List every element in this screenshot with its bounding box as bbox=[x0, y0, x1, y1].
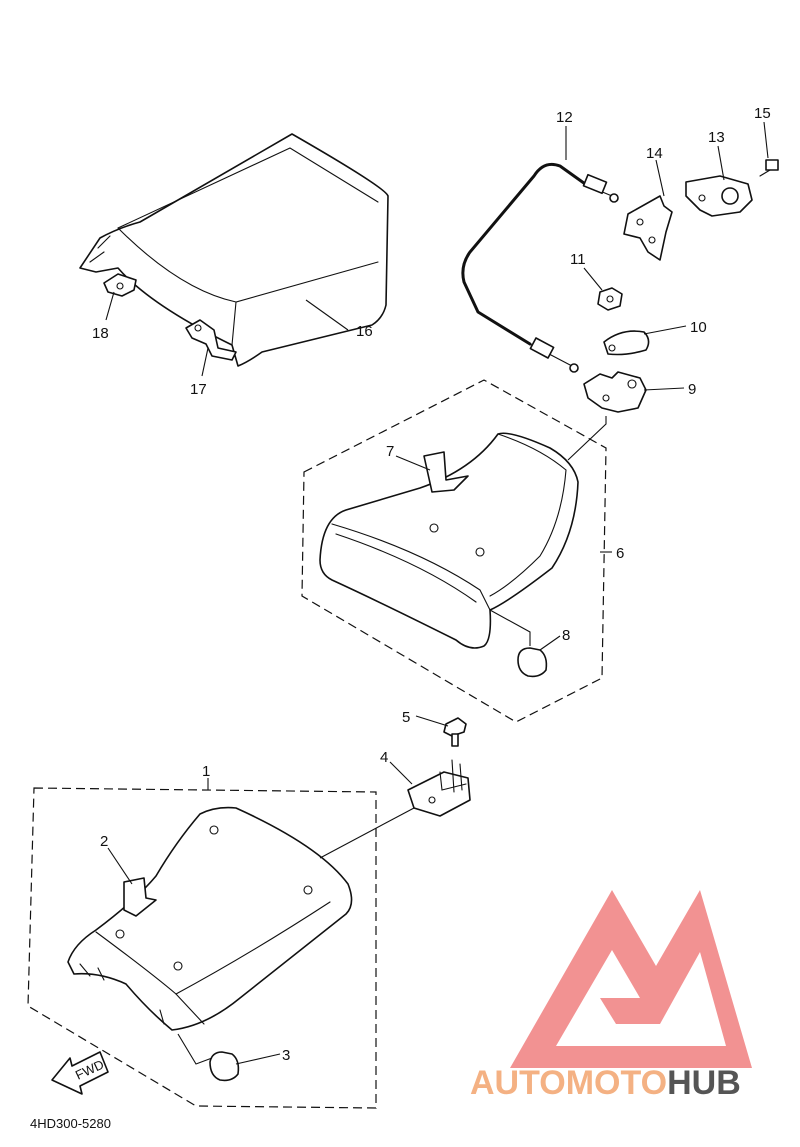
watermark-text-hub: HUB bbox=[667, 1064, 741, 1102]
part-8-damper bbox=[517, 647, 548, 678]
part-13-seat-lock bbox=[685, 175, 753, 217]
callout-5: 5 bbox=[402, 709, 410, 726]
part-7-tab bbox=[423, 451, 469, 493]
callout-12: 12 bbox=[556, 109, 573, 126]
callout-1: 1 bbox=[202, 763, 210, 780]
part-11-nut bbox=[597, 287, 623, 311]
callout-3: 3 bbox=[282, 1047, 290, 1064]
part-12-seat-lock-cable bbox=[461, 162, 619, 373]
callout-2: 2 bbox=[100, 833, 108, 850]
leader-lines bbox=[105, 121, 769, 1065]
callout-4: 4 bbox=[380, 749, 388, 766]
part-5-bolt bbox=[443, 717, 467, 747]
part-17-bracket bbox=[185, 319, 237, 361]
fwd-arrow: FWD bbox=[51, 1051, 109, 1095]
callout-11: 11 bbox=[570, 251, 586, 268]
group-6-outline bbox=[301, 379, 607, 723]
watermark-text-moto: MOTO bbox=[566, 1064, 667, 1102]
callout-13: 13 bbox=[708, 129, 725, 146]
part-4-bracket bbox=[407, 759, 471, 817]
group-1-outline bbox=[27, 787, 377, 1109]
part-9-seat-hook bbox=[583, 371, 647, 413]
callout-17: 17 bbox=[190, 381, 207, 398]
part-2-tab bbox=[123, 877, 157, 917]
callout-8: 8 bbox=[562, 627, 570, 644]
part-15-screw bbox=[759, 159, 779, 177]
callout-numbers: 1 2 3 4 5 6 7 8 9 10 11 12 13 14 15 16 1… bbox=[92, 105, 771, 1064]
part-14-lock-bracket bbox=[623, 195, 673, 261]
watermark-text: AUTOMOTOHUB bbox=[470, 1064, 741, 1102]
callout-6: 6 bbox=[616, 545, 624, 562]
callout-7: 7 bbox=[386, 443, 394, 460]
callout-9: 9 bbox=[688, 381, 696, 398]
callout-15: 15 bbox=[754, 105, 771, 122]
callout-10: 10 bbox=[690, 319, 707, 336]
part-18-bracket bbox=[103, 273, 137, 297]
part-16-seat-cowl bbox=[79, 133, 389, 367]
callout-18: 18 bbox=[92, 325, 109, 342]
drawing-code: 4HD300-5280 bbox=[30, 1116, 111, 1131]
part-3-damper bbox=[209, 1051, 240, 1082]
part-1-front-seat bbox=[67, 806, 353, 1031]
callout-16: 16 bbox=[356, 323, 373, 340]
watermark-text-auto: AUTO bbox=[470, 1064, 566, 1102]
part-6-rear-seat bbox=[319, 432, 579, 649]
part-10-plate bbox=[603, 330, 650, 356]
watermark-logo bbox=[510, 890, 752, 1068]
callout-14: 14 bbox=[646, 145, 663, 162]
